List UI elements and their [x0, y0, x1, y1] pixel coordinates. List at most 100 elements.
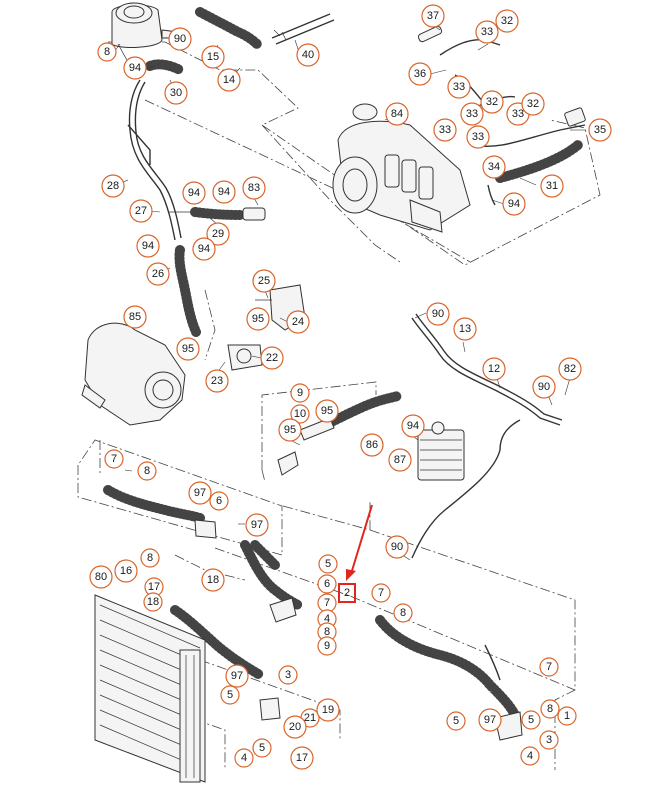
callout-number: 5: [528, 714, 534, 726]
callout-circle: [385, 102, 409, 126]
callout-number: 8: [400, 607, 406, 619]
callout-circle: [217, 68, 241, 92]
callout-90a: 90: [168, 27, 192, 51]
callout-number: 86: [366, 439, 378, 451]
callout-circle: [495, 9, 519, 33]
callout-30: 30: [164, 81, 188, 105]
callout-circle: [588, 118, 612, 142]
callout-number: 90: [391, 541, 403, 553]
callout-circle: [246, 307, 270, 331]
callout-circle: [453, 317, 477, 341]
highlight-arrow-shaft: [350, 504, 373, 575]
callout-7a: 7: [104, 449, 124, 469]
callout-circle: [317, 636, 337, 656]
callout-97a: 97: [188, 481, 212, 505]
callout-number: 94: [129, 62, 141, 74]
callout-circle: [475, 20, 499, 44]
highlight-box: [338, 583, 356, 603]
callout-circle: [245, 513, 269, 537]
callout-6a: 6: [209, 491, 229, 511]
callout-number: 7: [546, 661, 552, 673]
callout-number: 8: [547, 703, 553, 715]
callout-circle: [242, 176, 266, 200]
callout-number: 17: [296, 752, 308, 764]
callout-number: 37: [427, 10, 439, 22]
callout-circle: [114, 559, 138, 583]
callout-circle: [446, 711, 466, 731]
callout-number: 40: [302, 49, 314, 61]
callout-17a: 17: [144, 577, 164, 597]
callout-circle: [460, 102, 484, 126]
callout-7b: 7: [317, 593, 337, 613]
callout-number: 90: [432, 308, 444, 320]
hose-10: [277, 391, 403, 476]
callout-number: 94: [407, 420, 419, 432]
callout-circle: [140, 548, 160, 568]
callout-14: 14: [217, 68, 241, 92]
callout-32a: 32: [495, 9, 519, 33]
callout-circle: [290, 383, 310, 403]
callout-circle: [539, 730, 559, 750]
callout-number: 33: [472, 131, 484, 143]
hose-26: [174, 245, 201, 337]
callout-number: 27: [135, 205, 147, 217]
callout-number: 84: [391, 108, 403, 120]
callout-82: 82: [558, 357, 582, 381]
callout-circle: [290, 746, 314, 770]
callout-36: 36: [408, 62, 432, 86]
callout-circle: [318, 554, 338, 574]
callout-32b: 32: [480, 90, 504, 114]
callout-number: 4: [324, 613, 330, 625]
callout-number: 94: [508, 198, 520, 210]
callout-circle: [296, 43, 320, 67]
callout-19: 19: [316, 698, 340, 722]
callout-number: 16: [120, 565, 132, 577]
callout-circle: [521, 710, 541, 730]
callout-23: 23: [205, 369, 229, 393]
callout-number: 10: [294, 408, 306, 420]
callout-number: 3: [546, 734, 552, 746]
callout-90d: 90: [385, 535, 409, 559]
callout-number: 90: [538, 381, 550, 393]
callout-number: 9: [297, 387, 303, 399]
callout-number: 13: [459, 323, 471, 335]
callout-number: 97: [231, 670, 243, 682]
callout-13: 13: [453, 317, 477, 341]
callout-26: 26: [146, 262, 170, 286]
callout-95b: 95: [176, 337, 200, 361]
water-pump: [81, 322, 186, 426]
callout-33d: 33: [433, 118, 457, 142]
oil-cooler: [417, 421, 465, 481]
callout-circle: [286, 310, 310, 334]
callout-number: 30: [170, 87, 182, 99]
callout-circle: [408, 62, 432, 86]
callout-31: 31: [540, 174, 564, 198]
callout-9b: 9: [317, 636, 337, 656]
callout-95d: 95: [278, 418, 302, 442]
callout-circle: [540, 699, 560, 719]
callout-number: 7: [111, 453, 117, 465]
callout-number: 95: [321, 405, 333, 417]
highlight-label: 2: [344, 587, 350, 599]
callout-circle: [532, 375, 556, 399]
callout-number: 3: [285, 669, 291, 681]
callout-number: 17: [148, 581, 160, 593]
callout-32c: 32: [521, 92, 545, 116]
callout-circle: [234, 748, 254, 768]
callout-circle: [520, 746, 540, 766]
callout-3a: 3: [278, 665, 298, 685]
callout-number: 32: [486, 96, 498, 108]
callout-number: 20: [289, 721, 301, 733]
callout-number: 29: [212, 228, 224, 240]
callout-97d: 97: [478, 708, 502, 732]
callout-circle: [393, 603, 413, 623]
callout-84: 84: [385, 102, 409, 126]
callout-number: 15: [207, 51, 219, 63]
callout-circle: [168, 27, 192, 51]
callout-3b: 3: [539, 730, 559, 750]
callout-circle: [433, 118, 457, 142]
callout-circle: [290, 404, 310, 424]
callout-number: 6: [324, 578, 330, 590]
callout-8a: 8: [97, 42, 117, 62]
